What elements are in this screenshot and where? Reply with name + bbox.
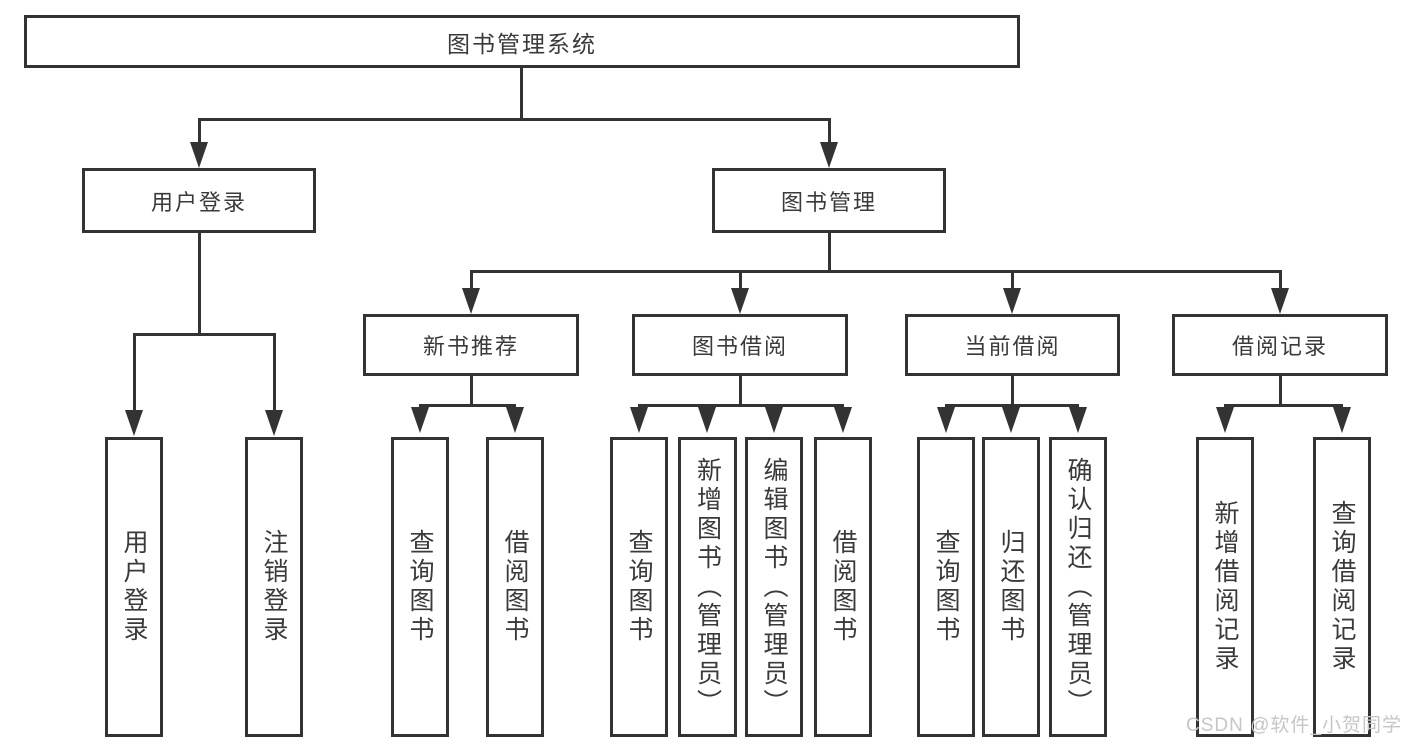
connector-vline: [1011, 270, 1014, 290]
arrow-down-icon: [731, 288, 749, 314]
leaf-return-books: 归还图书: [982, 437, 1040, 737]
arrow-down-icon: [125, 410, 143, 436]
arrow-down-icon: [1002, 407, 1020, 433]
arrow-down-icon: [1333, 407, 1351, 433]
node-label: 图书借阅: [691, 334, 788, 359]
connector-vline: [828, 118, 831, 144]
connector-hline: [1224, 404, 1343, 407]
leaf-label: 归还图书: [997, 529, 1025, 645]
arrow-down-icon: [765, 407, 783, 433]
leaf-query-books-current: 查询图书: [917, 437, 975, 737]
node-new-book-recommend: 新书推荐: [363, 314, 579, 376]
connector-hline: [133, 333, 276, 336]
leaf-add-book-admin: 新增图书（管理员）: [678, 437, 737, 737]
arrow-down-icon: [630, 407, 648, 433]
arrow-down-icon: [1216, 407, 1234, 433]
connector-vline: [133, 333, 136, 411]
arrow-down-icon: [265, 410, 283, 436]
leaf-edit-book-admin: 编辑图书（管理员）: [745, 437, 803, 737]
leaf-label: 查询图书: [932, 529, 960, 645]
leaf-query-books-borrowing: 查询图书: [610, 437, 668, 737]
node-library-management-system: 图书管理系统: [24, 15, 1020, 68]
leaf-user-login: 用户登录: [105, 437, 163, 737]
leaf-label: 借阅图书: [501, 529, 529, 645]
node-label: 用户登录: [150, 189, 247, 215]
connector-vline: [1011, 376, 1014, 406]
connector-hline: [419, 404, 516, 407]
arrow-down-icon: [820, 142, 838, 168]
arrow-down-icon: [190, 142, 208, 168]
leaf-label: 新增借阅记录: [1211, 500, 1239, 674]
node-book-borrowing: 图书借阅: [632, 314, 848, 376]
leaf-label: 新增图书（管理员）: [693, 456, 722, 718]
node-label: 当前借阅: [964, 334, 1061, 359]
leaf-label: 查询图书: [625, 529, 653, 645]
leaf-logout: 注销登录: [245, 437, 303, 737]
leaf-borrow-books: 借阅图书: [814, 437, 872, 737]
connector-vline: [520, 68, 523, 120]
arrow-down-icon: [698, 407, 716, 433]
leaf-borrow-books-recommend: 借阅图书: [486, 437, 544, 737]
connector-vline: [470, 270, 473, 290]
node-label: 图书管理系统: [447, 30, 597, 57]
connector-hline: [198, 118, 831, 121]
connector-hline: [945, 404, 1079, 407]
node-current-borrowing: 当前借阅: [905, 314, 1120, 376]
arrow-down-icon: [506, 407, 524, 433]
leaf-confirm-return-admin: 确认归还（管理员）: [1049, 437, 1107, 737]
connector-vline: [828, 233, 831, 273]
leaf-label: 注销登录: [260, 529, 288, 645]
connector-vline: [739, 376, 742, 406]
arrow-down-icon: [1271, 288, 1289, 314]
connector-vline: [198, 233, 201, 334]
arrow-down-icon: [462, 288, 480, 314]
arrow-down-icon: [834, 407, 852, 433]
node-book-management: 图书管理: [712, 168, 946, 233]
leaf-label: 查询图书: [406, 529, 434, 645]
leaf-query-borrow-record: 查询借阅记录: [1313, 437, 1371, 737]
connector-vline: [739, 270, 742, 290]
arrow-down-icon: [1003, 288, 1021, 314]
leaf-label: 编辑图书（管理员）: [760, 456, 788, 718]
leaf-label: 确认归还（管理员）: [1064, 456, 1092, 718]
connector-vline: [1279, 376, 1282, 406]
connector-vline: [273, 333, 276, 411]
csdn-watermark: CSDN @软件_小贺同学: [1186, 715, 1402, 736]
node-label: 新书推荐: [422, 334, 519, 359]
leaf-add-borrow-record: 新增借阅记录: [1196, 437, 1254, 737]
arrow-down-icon: [1069, 407, 1087, 433]
leaf-query-books-recommend: 查询图书: [391, 437, 449, 737]
arrow-down-icon: [937, 407, 955, 433]
connector-hline: [638, 404, 844, 407]
leaf-label: 借阅图书: [829, 529, 857, 645]
connector-vline: [1279, 270, 1282, 290]
node-label: 借阅记录: [1231, 334, 1328, 359]
connector-hline: [470, 270, 1281, 273]
connector-vline: [198, 118, 201, 144]
node-user-login: 用户登录: [82, 168, 316, 233]
arrow-down-icon: [411, 407, 429, 433]
connector-vline: [470, 376, 473, 406]
node-borrowing-records: 借阅记录: [1172, 314, 1388, 376]
node-label: 图书管理: [780, 189, 877, 215]
leaf-label: 用户登录: [120, 529, 148, 645]
leaf-label: 查询借阅记录: [1328, 500, 1356, 674]
